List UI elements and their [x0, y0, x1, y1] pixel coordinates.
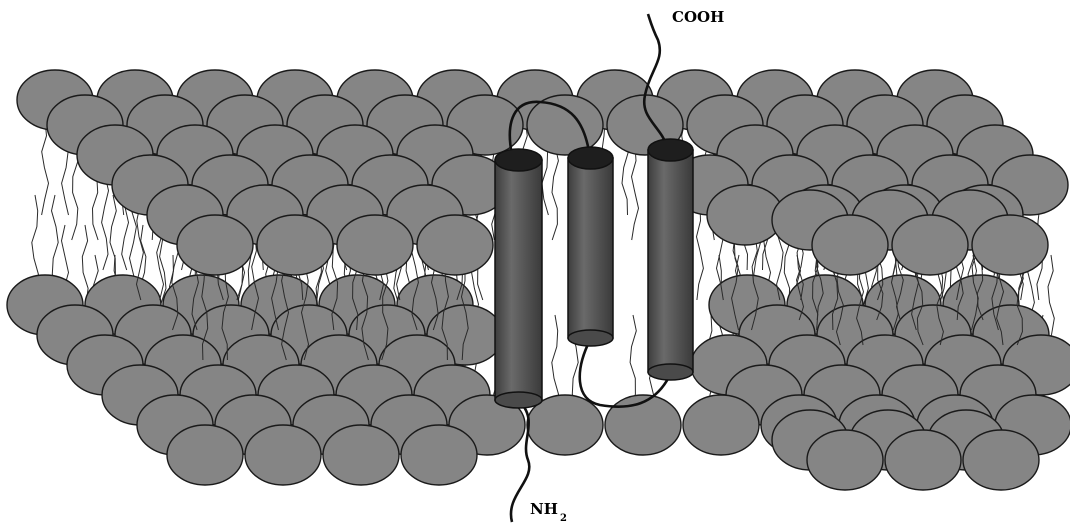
helix-2-bottom: [568, 330, 613, 346]
lipid-head: [177, 215, 253, 275]
lipid-tail: [42, 120, 49, 215]
lipid-tail: [697, 205, 704, 300]
lipid-head: [401, 425, 477, 485]
lipid-head: [683, 395, 759, 455]
helix-1-bottom: [495, 392, 542, 408]
nh2-subscript: 2: [560, 513, 567, 524]
lipid-tail: [632, 145, 639, 240]
helix-1-top: [495, 149, 542, 171]
lipid-head: [972, 215, 1048, 275]
lipid-head: [892, 215, 968, 275]
lipid-head: [337, 215, 413, 275]
helix-3-body: [648, 150, 693, 372]
helix-3-bottom: [648, 364, 693, 380]
lipid-head: [245, 425, 321, 485]
lipid-head: [605, 395, 681, 455]
lipid-head: [963, 430, 1039, 490]
helix-2-top: [568, 147, 613, 169]
lipid-head: [527, 95, 603, 155]
cooh-label: COOH: [672, 8, 724, 26]
lipid-head: [807, 430, 883, 490]
helix-3: [648, 139, 693, 380]
lipid-head: [167, 425, 243, 485]
lipid-head: [257, 215, 333, 275]
helix-1: [495, 149, 542, 408]
helix-3-top: [648, 139, 693, 161]
helix-1-body: [495, 160, 542, 400]
lipid-head: [707, 185, 783, 245]
nh2-label: NH: [530, 500, 558, 518]
lipid-head: [885, 430, 961, 490]
lipid-head: [323, 425, 399, 485]
lipid-tail: [552, 145, 558, 240]
lipid-tail: [102, 175, 109, 270]
helix-2-body: [568, 158, 613, 338]
lipid-head: [812, 215, 888, 275]
helix-2: [568, 147, 613, 346]
lipid-head: [417, 215, 493, 275]
